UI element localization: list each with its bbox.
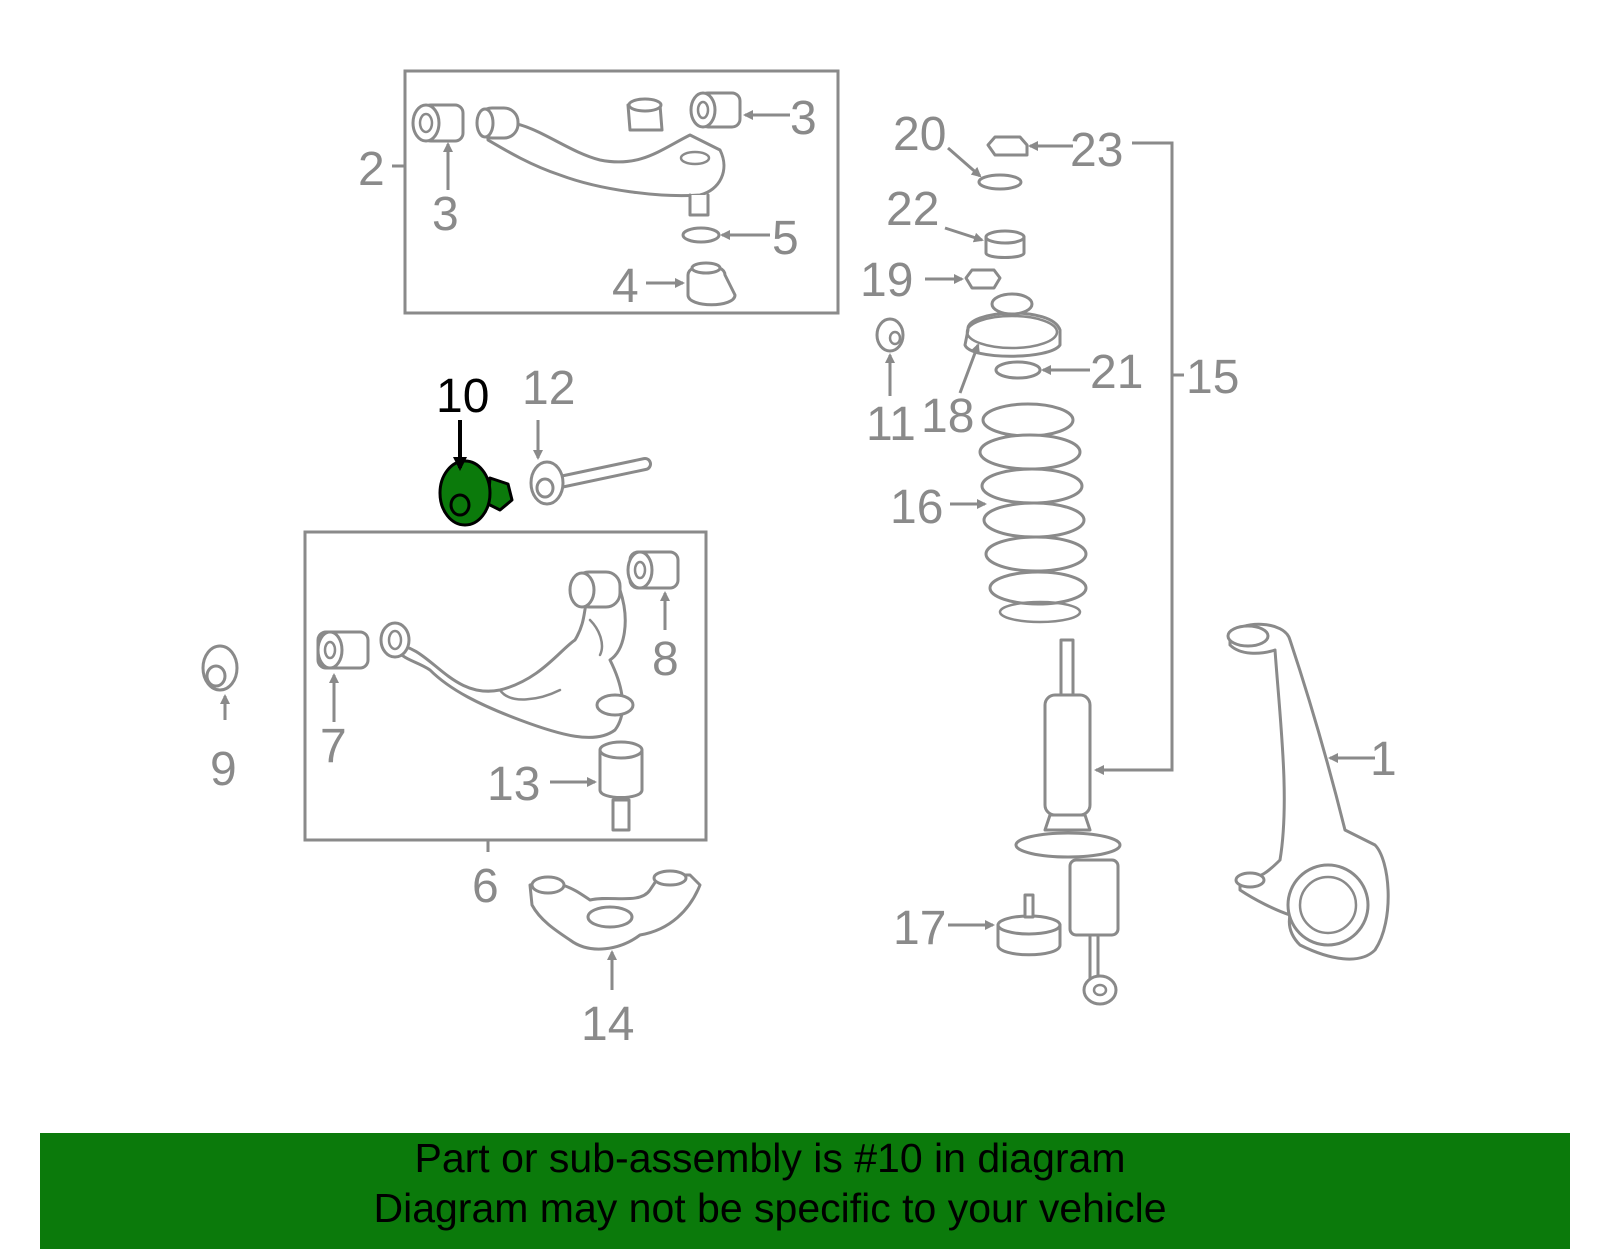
callout-5: 5 — [772, 212, 799, 265]
callout-18: 18 — [921, 390, 974, 443]
callout-8: 8 — [652, 633, 679, 686]
callout-19: 19 — [860, 254, 913, 307]
callout-12: 12 — [522, 362, 575, 415]
callout-1: 1 — [1370, 733, 1397, 786]
lower-bushing-rear[interactable] — [626, 550, 680, 590]
cam-washer-highlighted[interactable] — [438, 459, 514, 527]
callout-22: 22 — [886, 183, 939, 236]
callout-3-left: 3 — [432, 188, 459, 241]
callout-3-right: 3 — [790, 92, 817, 145]
mount-bushing[interactable] — [984, 229, 1026, 259]
shock-absorber[interactable] — [1014, 638, 1122, 1006]
banner-line-1: Part or sub-assembly is #10 in diagram — [414, 1135, 1126, 1181]
bump-stop[interactable] — [996, 893, 1062, 957]
parts-diagram: 1 2 3 3 4 5 6 7 8 9 10 11 12 13 14 15 16… — [201, 69, 1397, 1051]
callout-14: 14 — [581, 998, 634, 1051]
bracket-15 — [1098, 141, 1174, 772]
callout-10: 10 — [436, 370, 489, 423]
callout-4: 4 — [612, 260, 639, 313]
upper-strut-mount[interactable] — [963, 292, 1062, 358]
callout-2: 2 — [358, 143, 385, 196]
washer-top[interactable] — [977, 173, 1023, 191]
spring-insulator[interactable] — [994, 360, 1042, 380]
seal-ring[interactable] — [681, 226, 721, 244]
coil-spring[interactable] — [978, 402, 1088, 624]
top-nut[interactable] — [986, 135, 1029, 157]
lower-control-arm[interactable] — [379, 570, 635, 739]
callout-13: 13 — [487, 758, 540, 811]
callout-16: 16 — [890, 481, 943, 534]
banner-line-2: Diagram may not be specific to your vehi… — [373, 1185, 1167, 1231]
notice-banner: Part or sub-assembly is #10 in diagram D… — [40, 1133, 1570, 1249]
adjusting-bolt[interactable] — [529, 457, 652, 506]
lower-ball-joint[interactable] — [598, 740, 644, 832]
mount-nut[interactable] — [964, 268, 1002, 290]
callout-17: 17 — [893, 902, 946, 955]
lower-arm-group-frame — [303, 530, 708, 842]
cam-bolt[interactable] — [201, 644, 288, 692]
frame-bracket[interactable] — [528, 869, 702, 951]
callout-15: 15 — [1186, 351, 1239, 404]
upper-bushing-left[interactable] — [411, 103, 465, 143]
cam-plate[interactable] — [875, 317, 905, 353]
upper-control-arm[interactable] — [475, 97, 726, 217]
arrow-20 — [947, 146, 982, 178]
callout-21: 21 — [1090, 346, 1143, 399]
callout-11: 11 — [866, 398, 916, 451]
callout-9: 9 — [210, 743, 237, 796]
steering-knuckle[interactable] — [1226, 622, 1390, 961]
callout-6: 6 — [472, 860, 499, 913]
arrow-18 — [958, 343, 980, 394]
upper-arm-group-frame — [403, 69, 840, 315]
upper-bushing-right[interactable] — [689, 91, 742, 129]
arrow-22 — [944, 226, 984, 243]
callout-23: 23 — [1070, 124, 1123, 177]
lower-bushing-front[interactable] — [316, 630, 370, 670]
callout-20: 20 — [893, 108, 946, 161]
callout-7: 7 — [320, 720, 347, 773]
ball-joint-boot[interactable] — [686, 261, 737, 307]
